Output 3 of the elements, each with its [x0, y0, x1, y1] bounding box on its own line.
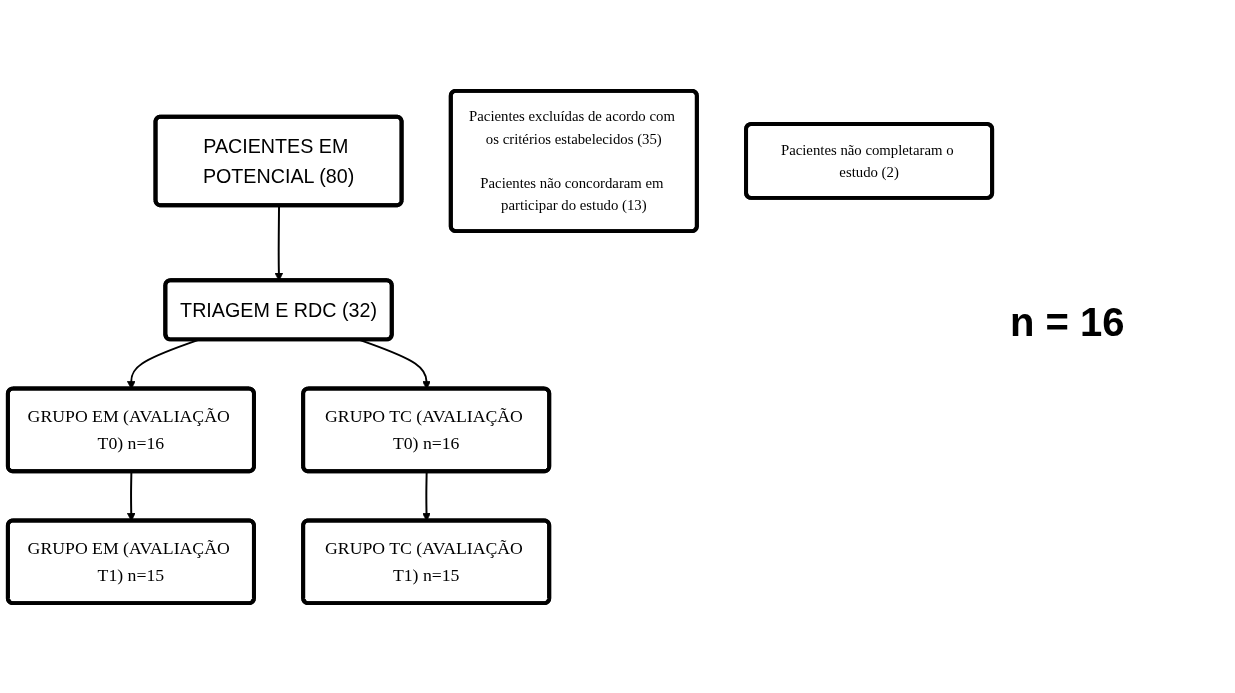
count-label: n = 16 [1010, 300, 1125, 345]
arrow [126, 338, 200, 389]
arrow [358, 338, 431, 389]
